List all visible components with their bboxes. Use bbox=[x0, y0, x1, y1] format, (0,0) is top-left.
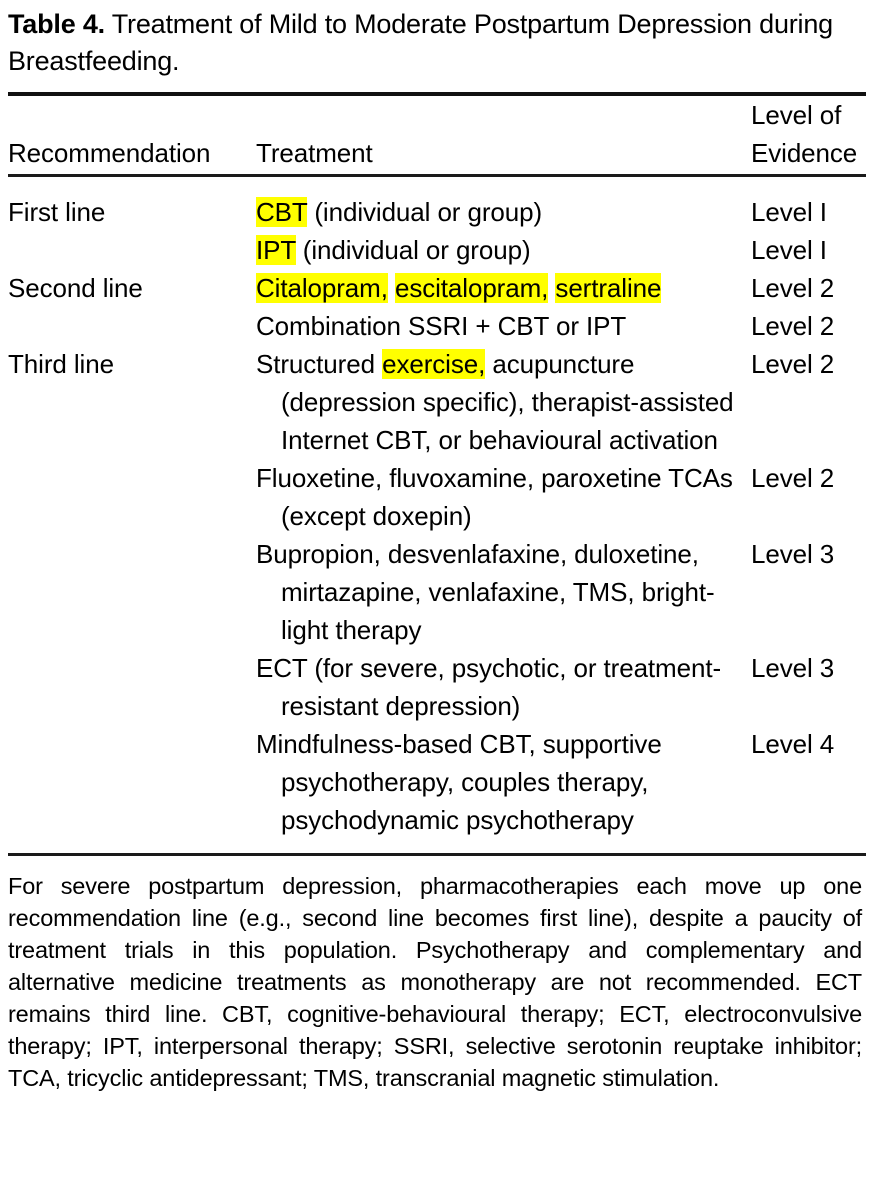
highlight-escitalopram: escitalopram, bbox=[394, 273, 549, 303]
treatment-text: acupuncture (depression specific), thera… bbox=[281, 349, 734, 455]
treatment-cell: Structured exercise, acupuncture (depres… bbox=[256, 345, 751, 459]
table-row: Combination SSRI + CBT or IPT Level 2 bbox=[8, 307, 866, 345]
recommendation-cell bbox=[8, 535, 256, 649]
column-header-level-line1: Level of bbox=[751, 100, 842, 130]
table-header-row: Recommendation Treatment Level of Eviden… bbox=[8, 96, 866, 174]
treatment-text: Combination SSRI + CBT or IPT bbox=[256, 311, 627, 341]
level-cell: Level 2 bbox=[751, 349, 835, 379]
recommendation-cell bbox=[8, 649, 256, 725]
treatment-text: ECT (for severe, psychotic, or treatment… bbox=[256, 653, 722, 721]
recommendation-cell: Third line bbox=[8, 349, 114, 379]
table-caption-text: Treatment of Mild to Moderate Postpartum… bbox=[8, 9, 833, 76]
highlight-cbt: CBT bbox=[256, 197, 308, 227]
level-cell: Level 3 bbox=[751, 539, 835, 569]
highlight-sertraline: sertraline bbox=[555, 273, 662, 303]
table-body: First line CBT (individual or group) Lev… bbox=[8, 177, 866, 853]
treatment-sep bbox=[388, 273, 395, 303]
table-number: Table 4. bbox=[8, 9, 105, 39]
treatment-cell: Mindfulness-based CBT, supportive psycho… bbox=[256, 725, 751, 853]
treatment-cell: Combination SSRI + CBT or IPT bbox=[256, 307, 751, 345]
table-row: First line CBT (individual or group) Lev… bbox=[8, 177, 866, 231]
treatment-text: Bupropion, desvenlafaxine, duloxetine, m… bbox=[256, 539, 715, 645]
table-row: Mindfulness-based CBT, supportive psycho… bbox=[8, 725, 866, 853]
column-header-level-line2: Evidence bbox=[751, 138, 858, 168]
level-cell: Level 2 bbox=[751, 311, 835, 341]
table-top-rule bbox=[8, 92, 866, 96]
recommendation-cell bbox=[8, 459, 256, 535]
table-row: IPT (individual or group) Level I bbox=[8, 231, 866, 269]
treatment-text: Mindfulness-based CBT, supportive psycho… bbox=[256, 729, 662, 835]
level-cell: Level 4 bbox=[751, 729, 835, 759]
table-row: ECT (for severe, psychotic, or treatment… bbox=[8, 649, 866, 725]
table-bottom-rule bbox=[8, 853, 866, 856]
table-footnote: For severe postpartum depression, pharma… bbox=[8, 873, 862, 1091]
column-header-recommendation: Recommendation bbox=[8, 138, 211, 168]
treatment-text-pre: Structured bbox=[256, 349, 383, 379]
treatment-cell: Bupropion, desvenlafaxine, duloxetine, m… bbox=[256, 535, 751, 649]
recommendation-cell bbox=[8, 231, 256, 269]
level-cell: Level 3 bbox=[751, 653, 835, 683]
highlight-citalopram: Citalopram, bbox=[256, 273, 388, 303]
treatment-text: Fluoxetine, fluvoxamine, paroxetine TCAs… bbox=[256, 463, 733, 531]
table-row: Third line Structured exercise, acupunct… bbox=[8, 345, 866, 459]
table-row: Second line Citalopram, escitalopram, se… bbox=[8, 269, 866, 307]
table-header: Recommendation Treatment Level of Eviden… bbox=[8, 96, 866, 174]
table-row: Bupropion, desvenlafaxine, duloxetine, m… bbox=[8, 535, 866, 649]
treatment-cell: Citalopram, escitalopram, sertraline bbox=[256, 269, 751, 307]
recommendation-cell bbox=[8, 307, 256, 345]
treatment-cell: ECT (for severe, psychotic, or treatment… bbox=[256, 649, 751, 725]
table-header-rule bbox=[8, 174, 866, 177]
level-cell: Level I bbox=[751, 235, 827, 265]
level-cell: Level 2 bbox=[751, 273, 835, 303]
treatment-table: Recommendation Treatment Level of Eviden… bbox=[8, 96, 866, 174]
treatment-cell: IPT (individual or group) bbox=[256, 231, 751, 269]
treatment-text: (individual or group) bbox=[295, 235, 531, 265]
treatment-cell: CBT (individual or group) bbox=[256, 177, 751, 231]
column-header-level-of-evidence: Level of Evidence bbox=[751, 96, 866, 174]
recommendation-cell: Second line bbox=[8, 273, 143, 303]
table-row: Fluoxetine, fluvoxamine, paroxetine TCAs… bbox=[8, 459, 866, 535]
highlight-exercise: exercise, bbox=[382, 349, 486, 379]
treatment-table-body: First line CBT (individual or group) Lev… bbox=[8, 177, 866, 853]
column-header-treatment: Treatment bbox=[256, 138, 373, 168]
highlight-ipt: IPT bbox=[256, 235, 296, 265]
recommendation-cell bbox=[8, 725, 256, 853]
treatment-cell: Fluoxetine, fluvoxamine, paroxetine TCAs… bbox=[256, 459, 751, 535]
table-caption: Table 4. Treatment of Mild to Moderate P… bbox=[8, 0, 866, 80]
recommendation-cell: First line bbox=[8, 197, 106, 227]
level-cell: Level I bbox=[751, 197, 827, 227]
treatment-text: (individual or group) bbox=[307, 197, 543, 227]
level-cell: Level 2 bbox=[751, 463, 835, 493]
